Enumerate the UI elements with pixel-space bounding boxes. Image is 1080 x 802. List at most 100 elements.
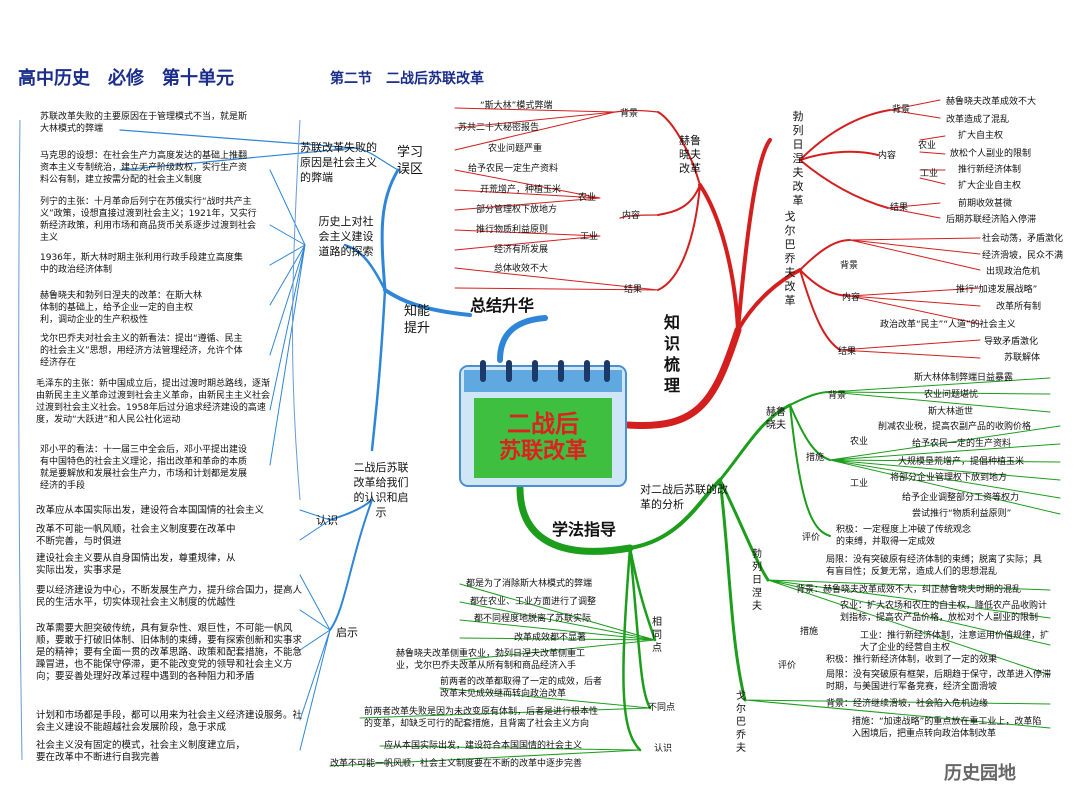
br-result-1: 前期收效甚微 [958, 199, 1013, 209]
diff-1: 赫鲁晓夫改革侧重农业，勃列日涅夫改革侧重工业，戈尔巴乔夫改革从所有制和商品经济入… [396, 649, 586, 671]
inspire-item-1: 建设社会主义要从自身国情出发，尊重规律，从实际出发，实事求是 [36, 553, 236, 576]
diff-3: 前两者改革失败是因为未改变原有体制，后者是进行根本性的变革，却缺乏可行的配套措施… [364, 707, 599, 729]
analysis-br-eval: 评价 [778, 661, 797, 671]
inspire-item-4: 计划和市场都是手段，都可以用来为社会主义经济建设服务。社会主义建设不能超越社会发… [36, 710, 303, 733]
kh-content-2: 开荒增产，种植玉米 [480, 185, 562, 195]
go-content-1: 推行“加速发展战略” [956, 285, 1038, 295]
analysis-br-m1: 农业：扩大农场和农庄的自主权，降低农产品收购计划指标，提高农产品价格，放松对个人… [840, 601, 1048, 623]
misconception-reason: 苏联改革失败的原因是社会主义的弊端 [300, 141, 377, 184]
same-4: 改革成效都不显著 [514, 633, 587, 643]
same-2: 都在农业、工业方面进行了调整 [470, 597, 597, 607]
analysis-br-eval-1: 积极：推行新经济体制，收到了一定的效果 [826, 655, 998, 665]
analysis-kh-bg-3: 斯大林逝世 [928, 407, 974, 417]
deng-view: 邓小平的看法：十一届三中全会后，邓小平提出建设有中国特色的社会主义理论，指出改革… [40, 445, 248, 491]
br-content-3: 推行新经济体制 [958, 165, 1022, 175]
lenin-view: 列宁的主张：十月革命后列宁在苏俄实行“战时共产主义”政策，设想直接过渡到社会主义… [40, 197, 257, 243]
kh-bg-2: 苏共二十大秘密报告 [458, 123, 540, 133]
analysis-kh-bg-1: 斯大林体制弊端日益暴露 [914, 373, 1014, 383]
inspire-label: 启示 [336, 626, 358, 639]
analysis-khrushchev: 赫鲁晓夫 [766, 407, 786, 431]
compare-recognize-label: 认识 [654, 744, 673, 754]
khrushchev-reform-label: 赫鲁晓夫改革 [679, 134, 701, 175]
go-content-3: 政治改革“民主”“人道”的社会主义 [880, 320, 1016, 330]
kh-bg-1: “斯大林”模式弊端 [480, 101, 553, 111]
kh-content-6: 总体收效不大 [494, 264, 549, 274]
br-result-2: 后期苏联经济陷入停滞 [946, 215, 1037, 225]
br-bg-1: 赫鲁晓夫改革成效不大 [946, 97, 1037, 107]
compare-recognize-1: 应从本国实际出发，建设符合本国国情的社会主义 [384, 741, 583, 751]
kh-content-4: 推行物质利益原则 [476, 225, 549, 235]
gorbachev-view: 戈尔巴乔夫对社会主义的新看法：提出“遵循、民主的社会主义”思想，用经济方法管理经… [40, 334, 243, 368]
lesson-label: 二战后苏联改革给我们的认识和启示 [353, 461, 409, 519]
go-bg-3: 出现政治危机 [986, 267, 1041, 277]
center-title-line2: 苏联改革 [498, 439, 587, 464]
kh-content-1: 给予农民一定生产资料 [468, 164, 559, 174]
analysis-kh-bg-2: 农业问题堪忧 [924, 390, 979, 400]
br-result-label: 结果 [890, 203, 909, 213]
analysis-kh-m3: 大规模垦荒增产，提倡种植玉米 [898, 457, 1025, 467]
history-exploration-label: 历史上对社会主义建设道路的探索 [318, 215, 374, 258]
branch-summary: 总结升华 [470, 296, 535, 315]
analysis-kh-eval-2: 局限：没有突破原有经济体制的束缚；脱离了实际；具有盲目性；反复无常，造成人们的思… [826, 555, 1043, 577]
analysis-kh-m6: 尝试推行“物质利益原则” [912, 509, 1012, 519]
br-background-label: 背景 [892, 105, 911, 115]
ability-label: 知能提升 [403, 304, 430, 336]
branch-knowledge: 知识梳理 [664, 313, 681, 395]
analysis-kh-measures: 措施 [806, 453, 825, 463]
same-points-label: 相同点 [652, 617, 662, 654]
br-bg-2: 改革造成了混乱 [946, 115, 1010, 125]
analysis-go-bg: 背景：经济继续滑坡，社会陷入危机边缘 [826, 699, 989, 709]
gorbachev-reform-label: 戈尔巴乔夫改革 [784, 210, 796, 307]
go-bg-1: 社会动荡，矛盾激化 [982, 234, 1064, 244]
analysis-kh-agri: 农业 [850, 437, 869, 447]
same-1: 都是为了消除斯大林模式的弊端 [466, 579, 593, 589]
go-content-2: 改革所有制 [996, 302, 1042, 312]
kh-content-3: 部分管理权下放地方 [476, 205, 558, 215]
misconception-note: 苏联改革失败的主要原因在于管理模式不当，就是斯大林模式的弊端 [40, 112, 248, 134]
analysis-kh-m1: 削减农业税，提高农副产品的收购价格 [878, 422, 1032, 432]
stalin-view: 1936年，斯大林时期主张利用行政手段建立高度集中的政治经济体制 [40, 253, 243, 275]
go-result-1: 导致矛盾激化 [984, 337, 1039, 347]
inspire-item-2: 要以经济建设为中心，不断发展生产力，提升综合国力，提高人民的生活水平，切实体现社… [36, 585, 303, 608]
misconception-label: 学习误区 [396, 145, 423, 177]
analysis-kh-m4: 将部分企业管理权下放到地方 [890, 473, 1008, 483]
analysis-br-eval-2: 局限：没有突破原有框架，后期趋于保守，改革进入停滞时期，与美国进行军备竞赛，经济… [826, 670, 1052, 692]
mao-view: 毛泽东的主张：新中国成立后，提出过渡时期总路线，逐渐由新民主主义革命过渡到社会主… [36, 379, 271, 425]
same-3: 都不同程度地脱离了苏联实际 [474, 614, 592, 624]
analysis-go-measures: 措施：“加速战略”的重点放在重工业上，改革陷入困境后，把重点转向政治体制改革 [852, 717, 1042, 739]
analysis-kh-indus: 工业 [850, 479, 869, 489]
section-title: 第二节 二战后苏联改革 [330, 71, 484, 87]
diff-2: 前两者的改革都取得了一定的成效，后者改革未见成效继而转向政治改革 [440, 677, 603, 699]
recognize-item-1: 改革应从本国实际出发，建设符合本国国情的社会主义 [36, 505, 265, 516]
brezhnev-reform-label: 勃列日涅夫改革 [792, 110, 804, 207]
watermark-logo: 历史园地 [944, 763, 1016, 784]
inspire-item-3: 改革需要大胆突破传统，具有复杂性、艰巨性，不可能一帆风顺，要敢于打破旧体制、旧体… [36, 623, 303, 682]
br-content-label: 内容 [878, 151, 897, 161]
br-content-1: 扩大自主权 [958, 131, 1004, 141]
analysis-label: 对二战后苏联的改革的分析 [640, 483, 728, 511]
go-result-2: 苏联解体 [1004, 353, 1041, 363]
inspire-item-5: 社会主义没有固定的模式，社会主义制度建立后，要在改革中不断进行自我完善 [36, 740, 246, 763]
analysis-br-measures: 措施 [800, 627, 819, 637]
analysis-kh-m5: 给予企业调整部分工资等权力 [902, 493, 1020, 503]
analysis-br-m2: 工业：推行新经济体制，注意运用价值规律，扩大了企业的经营自主权 [860, 631, 1050, 653]
analysis-kh-eval-1: 积极：一定程度上冲破了传统观念的束缚，并取得一定成效 [836, 525, 972, 547]
kh-agri-label: 农业 [578, 193, 597, 203]
compare-recognize-2: 改革不可能一帆风顺，社会主义制度要在不断的改革中逐步完善 [330, 759, 583, 769]
recognize-item-2: 改革不可能一帆风顺，社会主义制度要在改革中不断完善，与时俱进 [36, 524, 236, 547]
kh-result-label: 结果 [624, 285, 643, 295]
go-result-label: 结果 [838, 347, 857, 357]
analysis-br-bg: 背景：赫鲁晓夫改革成效不大，纠正赫鲁晓夫时期的混乱 [796, 585, 1022, 595]
go-content-label: 内容 [842, 293, 861, 303]
kh-content-label: 内容 [622, 211, 641, 221]
analysis-kh-m2: 给予农民一定的生产资料 [912, 439, 1012, 449]
br-content-2: 放松个人副业的限制 [950, 149, 1032, 159]
kh-indus-label: 工业 [580, 232, 599, 242]
center-topic-card [458, 360, 628, 488]
recognize-label: 认识 [316, 514, 338, 527]
go-background-label: 背景 [840, 261, 859, 271]
kh-content-5: 经济有所发展 [494, 245, 549, 255]
kh-background-label: 背景 [620, 109, 639, 119]
